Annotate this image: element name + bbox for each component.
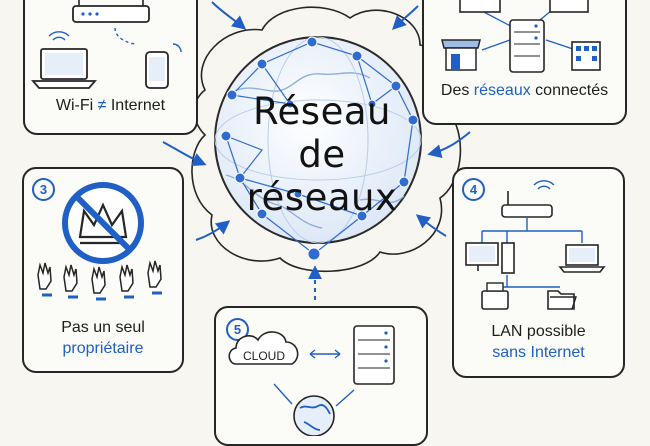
connected-illustration [441,0,601,73]
not-equal-symbol: ≠ [97,97,107,114]
wifi-icon [48,31,70,41]
crossed-crown-icon [62,182,144,264]
arrow-owner [195,220,231,241]
step-number-5: 5 [226,318,249,341]
center-title-line3: réseaux [246,176,398,219]
step-number-4: 4 [462,178,485,201]
lan-illustration [465,180,606,310]
cloud-icon [228,331,299,365]
server-icon [509,19,545,73]
router-icon [501,180,555,218]
arrow-lan [415,214,447,237]
smartphone-icon [145,43,182,89]
connected-caption: Des réseaux connectés [424,80,625,101]
shop-icon [441,39,481,71]
diagram-canvas [162,1,471,300]
center-title-line2: de [298,133,346,176]
office-building-icon [571,41,601,71]
cloud-illustration [228,325,395,436]
raised-hands-icon [37,260,162,294]
globe-icon [293,395,335,436]
printer-icon [481,282,509,310]
arrow-top-right [392,5,419,30]
arrow-top-left [211,1,247,30]
wifi-caption-b: Internet [110,97,166,114]
globe-cloud-halo [191,6,462,273]
center-title: Réseau de réseaux [222,90,422,219]
panel-wifi: Wi-Fi ≠ Internet [23,0,198,135]
desktop-icon [465,242,515,274]
wifi-illustration [31,0,182,89]
router-icon [72,0,150,23]
arrow-connected [427,131,471,159]
wifi-caption-a: Wi-Fi [55,97,94,114]
center-title-line1: Réseau [253,90,391,133]
owner-illustration [37,182,162,301]
laptop-icon [31,48,97,89]
connected-caption-a: Des [440,82,470,99]
wifi-caption: Wi-Fi ≠ Internet [25,95,196,116]
house-icon [459,0,589,13]
connected-caption-c: connectés [535,82,609,99]
lan-caption-line1: LAN possible [491,323,586,340]
connected-caption-b: réseaux [473,82,531,99]
cloud-label: CLOUD [242,349,285,363]
panel-lan: 4 [452,167,625,378]
owner-caption: Pas un seul propriétaire [24,317,182,359]
server-rack-icon [353,325,395,385]
lan-caption: LAN possible sans Internet [454,321,623,363]
step-number-3: 3 [32,178,55,201]
folder-icon [547,290,577,310]
panel-connected: Des réseaux connectés [422,0,627,125]
panel-cloud: 5 CLOUD [214,306,428,446]
panel-owner: 3 Pas un seul propriétaire [22,167,184,373]
laptop-icon [558,244,606,273]
lan-caption-line2: sans Internet [492,344,585,361]
owner-caption-line1: Pas un seul [61,319,145,336]
arrow-wifi [162,141,207,167]
owner-caption-line2: propriétaire [62,340,144,357]
globe-icon [214,36,422,261]
